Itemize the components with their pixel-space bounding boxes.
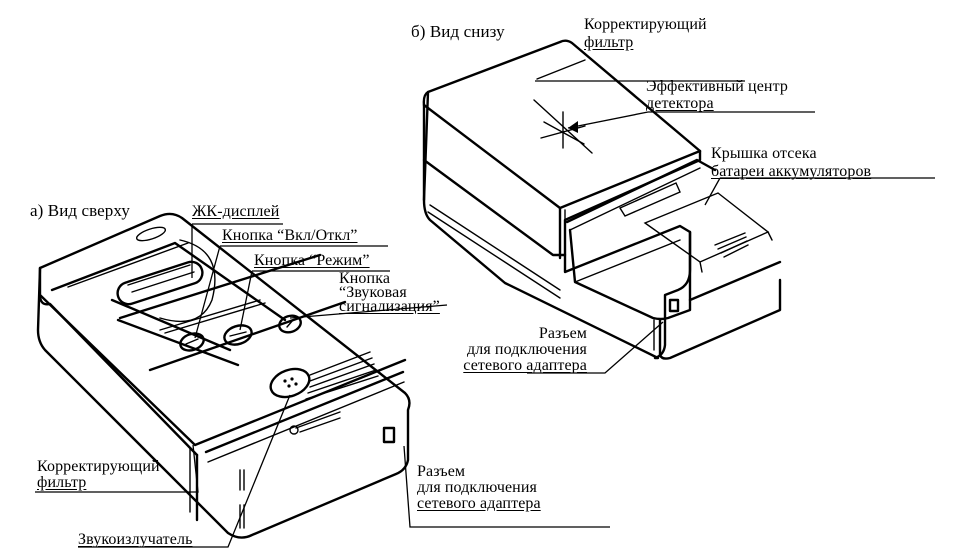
leader-sound bbox=[289, 304, 448, 319]
label-filter-top: Корректирующий фильтр bbox=[37, 459, 160, 491]
device-top-view bbox=[36, 212, 411, 539]
leader-filter-top bbox=[35, 444, 199, 493]
label-lcd: ЖК-дисплей bbox=[192, 203, 280, 220]
leader-mode bbox=[239, 270, 390, 331]
label-sound-button-line2: “Звуковая bbox=[339, 284, 407, 301]
label-sound-button-line1: Кнопка bbox=[339, 270, 391, 287]
leader-detector bbox=[567, 111, 815, 129]
leader-jack-top bbox=[403, 445, 610, 528]
label-filter-top-line2: фильтр bbox=[37, 474, 87, 491]
label-filter-bottom-line2: фильтр bbox=[584, 34, 634, 51]
label-jack-top: Разъем для подключения сетевого адаптера bbox=[417, 464, 541, 512]
leader-jack-bottom bbox=[527, 321, 664, 374]
label-power-button: Кнопка “Вкл/Откл” bbox=[222, 227, 358, 244]
leader-lines bbox=[35, 80, 935, 548]
label-jack-top-line2: для подключения bbox=[417, 479, 537, 496]
label-sound-button-line3: сигнализация” bbox=[339, 298, 440, 315]
label-battery-cover-line1: Крышка отсека bbox=[711, 145, 817, 162]
label-detector-center-line1: Эффективный центр bbox=[646, 78, 788, 95]
label-battery-cover: Крышка отсека батареи аккумуляторов bbox=[711, 145, 871, 181]
label-jack-bottom-line2: для подключения bbox=[467, 341, 587, 358]
label-filter-bottom-line1: Корректирующий bbox=[584, 16, 707, 33]
label-speaker: Звукоизлучатель bbox=[78, 531, 193, 548]
label-jack-bottom-line1: Разъем bbox=[538, 325, 587, 342]
top-view-title: а) Вид сверху bbox=[30, 201, 130, 220]
label-filter-top-line1: Корректирующий bbox=[37, 458, 160, 475]
leader-power bbox=[194, 245, 388, 339]
label-jack-bottom-line3: сетевого адаптера bbox=[463, 357, 587, 374]
label-jack-top-line3: сетевого адаптера bbox=[417, 495, 541, 512]
bottom-view-title: б) Вид снизу bbox=[411, 22, 505, 41]
leader-lcd bbox=[191, 223, 283, 278]
label-sound-button: Кнопка “Звуковая сигнализация” bbox=[339, 270, 440, 315]
label-filter-bottom: Корректирующий фильтр bbox=[584, 16, 707, 52]
leader-speaker bbox=[78, 394, 291, 548]
label-mode-button: Кнопка “Режим” bbox=[254, 252, 370, 269]
label-jack-top-line1: Разъем bbox=[417, 463, 466, 480]
leader-battery bbox=[704, 177, 935, 206]
label-detector-center: Эффективный центр детектора bbox=[646, 78, 788, 112]
label-jack-bottom: Разъем для подключения сетевого адаптера bbox=[425, 326, 587, 374]
label-battery-cover-line2: батареи аккумуляторов bbox=[711, 163, 872, 180]
label-detector-center-line2: детектора bbox=[646, 95, 714, 112]
